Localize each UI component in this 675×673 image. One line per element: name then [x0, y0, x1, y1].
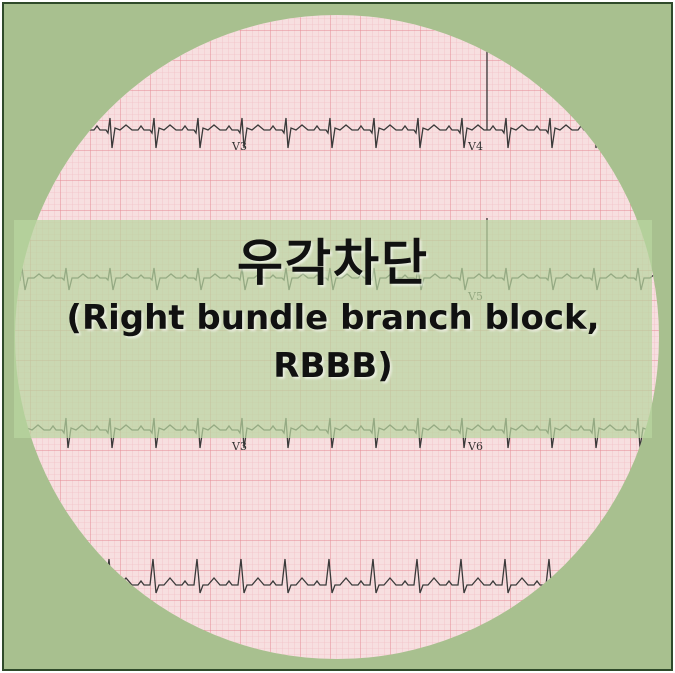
lead-label-v4: V4 [467, 140, 483, 153]
lead-label-v3-bottom: V3 [231, 440, 247, 453]
title-english-line2: RBBB) [273, 346, 393, 386]
title-english-line1: (Right bundle branch block, [66, 298, 600, 338]
lead-label-v3-top: V3 [231, 140, 247, 153]
title-band [14, 220, 652, 438]
title-korean: 우각차단 [237, 234, 429, 292]
title-block: 우각차단 (Right bundle branch block, RBBB) [14, 232, 652, 390]
lead-label-v6: V6 [467, 440, 483, 453]
